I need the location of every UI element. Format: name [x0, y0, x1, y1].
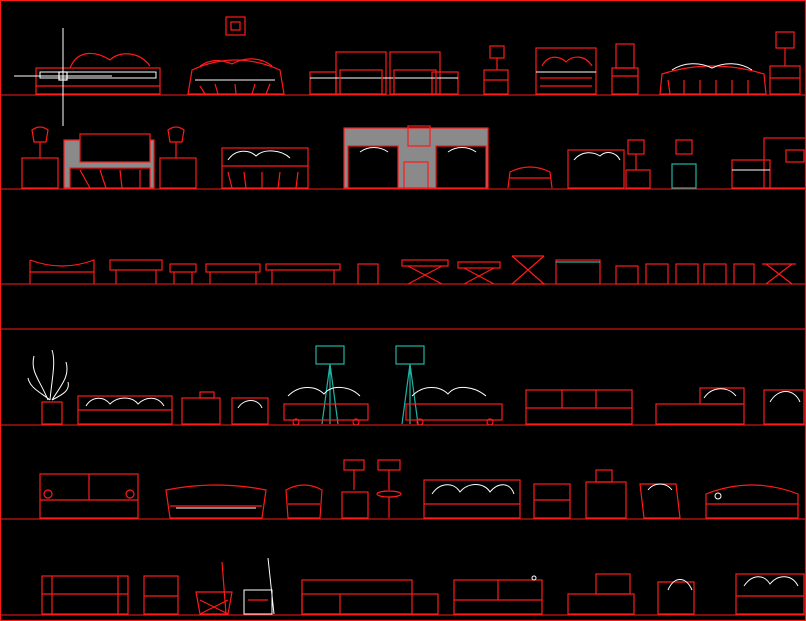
sofa-5[interactable]: [423, 479, 521, 519]
bench-4[interactable]: [265, 263, 341, 284]
bench-5[interactable]: [555, 259, 601, 285]
armchair-4[interactable]: [533, 483, 571, 519]
nightstand-lamp-1[interactable]: [483, 45, 509, 95]
stool-2[interactable]: [357, 263, 379, 285]
sofa-4[interactable]: [165, 484, 267, 519]
chair-2[interactable]: [195, 561, 233, 615]
shelf-row-4: [27, 345, 805, 426]
sectional[interactable]: [301, 579, 439, 615]
bench-2[interactable]: [109, 259, 163, 284]
lounge-set-2[interactable]: [395, 345, 503, 426]
armchair-7[interactable]: [567, 573, 635, 615]
armchair-3[interactable]: [285, 484, 323, 519]
bed-1[interactable]: [35, 52, 161, 95]
armchair-1[interactable]: [231, 397, 269, 425]
twin-headboard-set[interactable]: [343, 125, 489, 189]
twin-bed-set[interactable]: [309, 51, 459, 95]
bed-5[interactable]: [221, 147, 309, 189]
x-stool-2[interactable]: [457, 261, 501, 285]
loveseat[interactable]: [41, 575, 129, 615]
side-table-lamp-2[interactable]: [376, 459, 402, 518]
bed-6[interactable]: [567, 139, 697, 189]
chair-1[interactable]: [143, 575, 179, 615]
vanity-mirror[interactable]: [611, 43, 639, 95]
sofa-1[interactable]: [77, 395, 173, 425]
chair-3[interactable]: [243, 557, 275, 615]
stool-row[interactable]: [615, 263, 796, 285]
shelf-row-2: [21, 125, 806, 189]
dresser[interactable]: [731, 137, 806, 189]
potted-plant[interactable]: [27, 349, 69, 425]
armchair-2[interactable]: [763, 389, 805, 425]
armchair-6[interactable]: [639, 483, 681, 519]
ottoman-skirt[interactable]: [507, 166, 553, 189]
sofa-8[interactable]: [735, 573, 805, 615]
shelf-row-5: [39, 459, 799, 519]
side-table[interactable]: [181, 391, 221, 425]
bed-3[interactable]: [535, 47, 597, 95]
bed-2[interactable]: [187, 58, 285, 95]
chaise[interactable]: [655, 387, 745, 425]
side-table-lamp-1[interactable]: [341, 459, 369, 519]
armchair-5[interactable]: [585, 469, 627, 519]
bench-1[interactable]: [29, 259, 95, 284]
x-stool-3[interactable]: [510, 255, 546, 285]
x-stool-1[interactable]: [401, 259, 449, 285]
shelf-row-1: [35, 31, 801, 95]
shelf-lines: [0, 94, 806, 616]
sofa-7[interactable]: [453, 575, 543, 615]
lounge-set-1[interactable]: [283, 345, 369, 426]
sofa-6[interactable]: [705, 484, 799, 519]
wall-picture[interactable]: [225, 16, 246, 36]
bench-3[interactable]: [205, 263, 261, 284]
shelf-row-6: [41, 557, 805, 615]
stool-1[interactable]: [169, 263, 197, 284]
sofa-2[interactable]: [525, 389, 633, 425]
nightstand-lamp-2[interactable]: [769, 31, 801, 95]
armchair-8[interactable]: [657, 579, 695, 615]
bed-4[interactable]: [659, 63, 767, 95]
sofa-3[interactable]: [39, 473, 139, 519]
shelf-row-3: [29, 255, 796, 285]
crosshair-cursor[interactable]: [14, 28, 112, 126]
bed-with-nightstands[interactable]: [21, 126, 197, 189]
